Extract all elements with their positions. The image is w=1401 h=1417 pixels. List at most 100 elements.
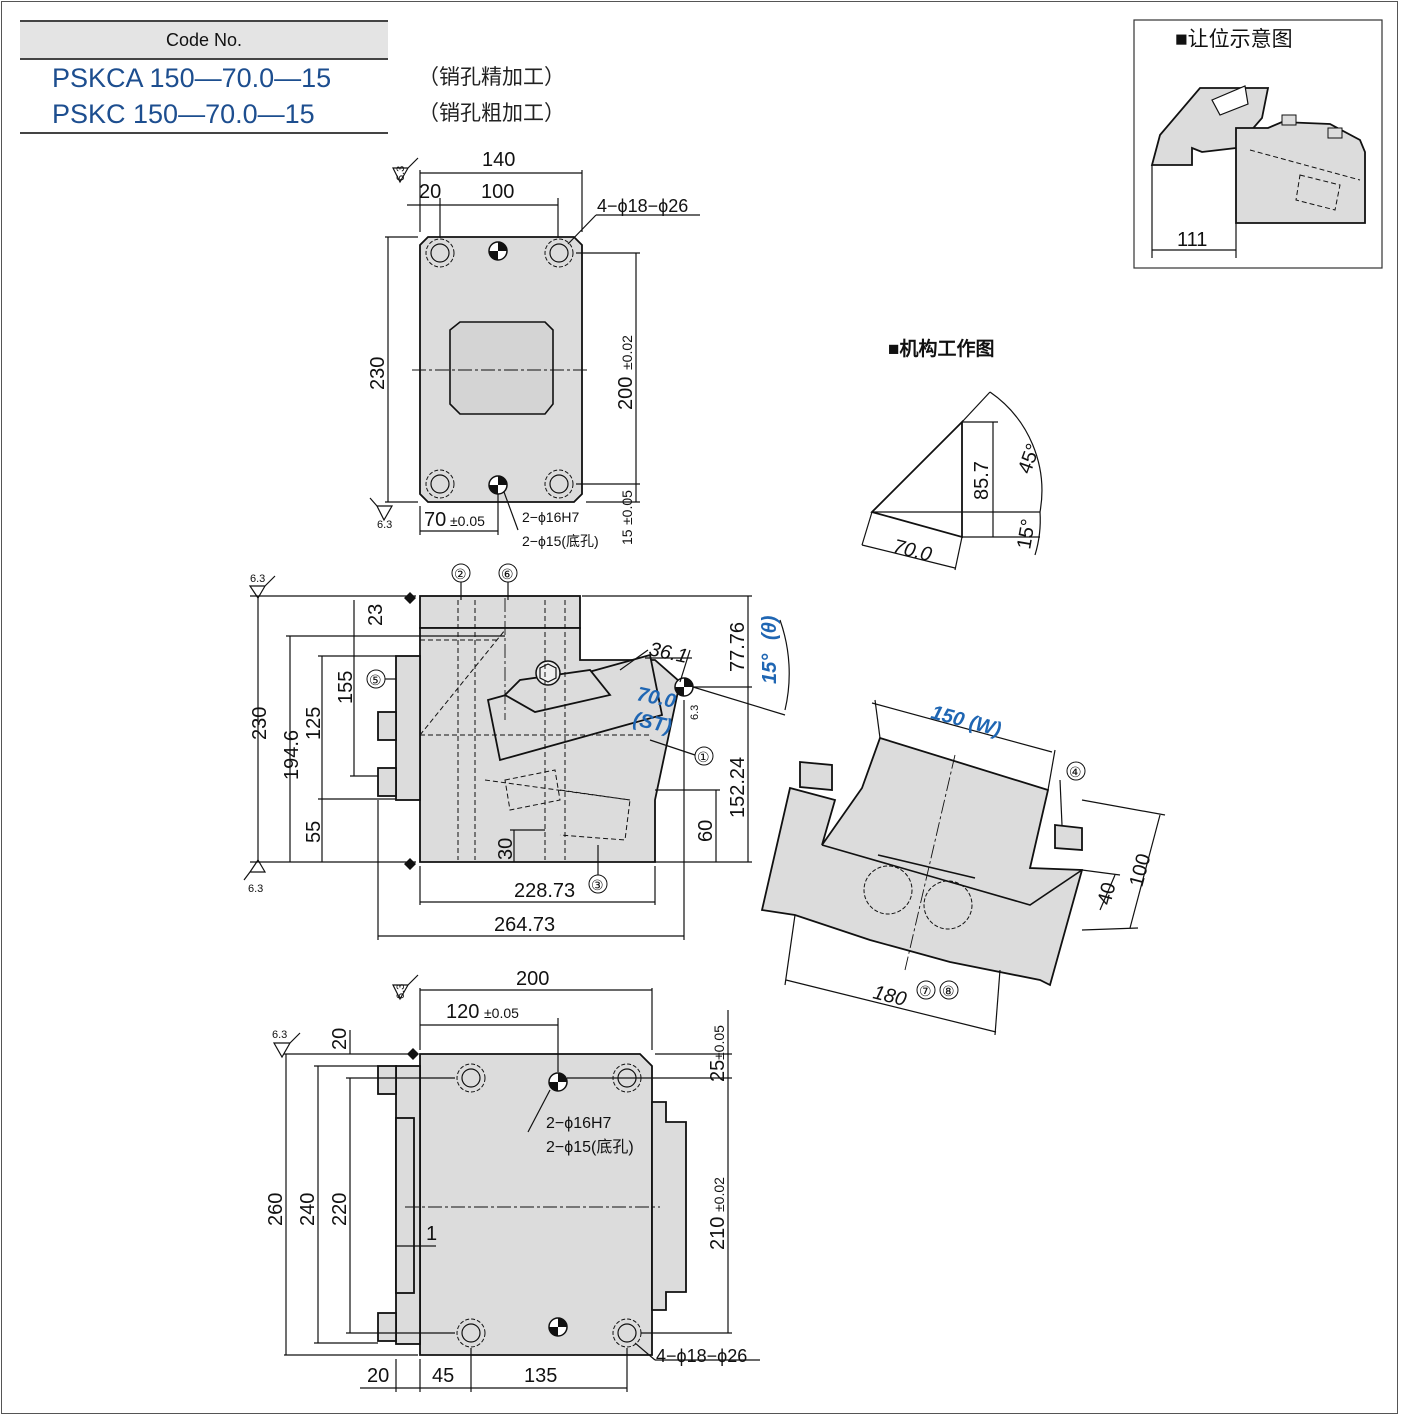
bottom-roughness-top: 6.3 — [395, 984, 407, 999]
top-pitch-y-label: 200 — [615, 377, 637, 410]
bottom-pin-note-2: 2−ϕ15(底孔) — [546, 1138, 634, 1156]
bottom-roughness-left: 6.3 — [272, 1029, 287, 1041]
bottom-t20: 20 — [329, 1028, 351, 1050]
balloon-5: ⑤ — [369, 672, 382, 688]
top-width-label: 140 — [482, 149, 515, 171]
mech-base: 70.0 — [891, 536, 934, 567]
iso-body — [760, 736, 1084, 987]
top-roughness-bottom: 6.3 — [377, 519, 392, 531]
top-pitch-label: 100 — [481, 181, 514, 203]
balloon-1: ① — [697, 749, 710, 765]
bottom-pin-x-tol: ±0.05 — [484, 1005, 519, 1021]
side-h152: 152.24 — [727, 757, 749, 818]
part-number-1: PSKCA 150—70.0—15 — [52, 63, 332, 93]
top-view: 140 100 20 230 200 ±0.02 15 ±0.05 70 ±0.… — [367, 149, 700, 549]
top-edge-label: 20 — [419, 181, 441, 203]
side-w264: 264.73 — [494, 914, 555, 936]
side-top-block — [419, 595, 581, 629]
side-h155: 155 — [335, 671, 357, 704]
top-pin-x-tol: ±0.05 — [450, 513, 485, 529]
top-roughness-top: 6.3 — [395, 166, 407, 181]
balloon-6: ⑥ — [501, 566, 514, 582]
bottom-pin-holes — [548, 1072, 568, 1337]
side-clamp-plate — [395, 655, 421, 801]
bottom-view: 200 120 ±0.05 260 240 220 20 1 25 ±0.05 … — [265, 968, 760, 1392]
iso-width-sym: (W) — [967, 712, 1004, 742]
side-roughness-slider: 6.3 — [689, 705, 701, 720]
bottom-b20: 20 — [367, 1365, 389, 1387]
side-bolt-top — [377, 711, 397, 741]
mechanism-title: ■机构工作图 — [888, 337, 994, 360]
top-edge-y-label: 15 — [619, 529, 635, 545]
top-pin-note-2: 2−ϕ15(底孔) — [522, 533, 599, 549]
top-pin-note-1: 2−ϕ16H7 — [522, 509, 579, 525]
side-h230: 230 — [249, 707, 271, 740]
bottom-b45: 45 — [432, 1365, 454, 1387]
bottom-pitch-y: 210 — [707, 1217, 729, 1250]
mechanism-diagram: 85.7 70.0 45° 15° — [861, 391, 1045, 571]
side-angle-sym: (θ) — [759, 615, 781, 640]
side-h30: 30 — [495, 838, 517, 860]
top-holes-note: 4−ϕ18−ϕ26 — [597, 196, 688, 216]
top-edge-y-tol: ±0.05 — [619, 490, 635, 525]
bottom-edge-y-tol: ±0.05 — [711, 1025, 727, 1060]
side-h194: 194.6 — [281, 730, 303, 780]
side-slider — [486, 653, 664, 762]
side-w228: 228.73 — [514, 880, 575, 902]
balloon-3: ③ — [591, 877, 604, 893]
side-h60: 60 — [695, 820, 717, 842]
clearance-unit-right — [1235, 121, 1366, 224]
iso-view: 150 (W) 180 100 40 ④ ⑦ ⑧ — [760, 699, 1166, 1036]
clearance-dim: 111 — [1177, 229, 1207, 251]
bottom-pin-x: 120 — [446, 1001, 479, 1023]
iso-h40: 40 — [1094, 880, 1121, 907]
code-table-header: Code No. — [20, 20, 388, 60]
bottom-pin-note-1: 2−ϕ16H7 — [546, 1115, 612, 1132]
side-roughness-top: 6.3 — [250, 573, 265, 585]
side-slider-top — [503, 669, 612, 713]
bottom-edge-y: 25 — [707, 1060, 729, 1082]
part-note-2: （销孔粗加工） — [418, 102, 565, 125]
balloon-7: ⑦ — [919, 983, 932, 999]
top-pitch-y-tol: ±0.02 — [619, 335, 635, 370]
bottom-gap: 1 — [426, 1223, 437, 1245]
top-bolt-holes — [425, 238, 574, 499]
side-h23: 23 — [365, 604, 387, 626]
side-h125: 125 — [303, 707, 325, 740]
bottom-plate — [419, 1053, 653, 1356]
side-h55: 55 — [303, 821, 325, 843]
iso-h100: 100 — [1126, 851, 1156, 889]
bottom-h240: 240 — [297, 1193, 319, 1226]
top-view-window — [449, 321, 554, 415]
balloon-2: ② — [454, 566, 467, 582]
mech-height: 85.7 — [971, 461, 993, 500]
bottom-width: 200 — [516, 968, 549, 990]
bottom-h260: 260 — [265, 1193, 287, 1226]
code-row-2: PSKC 150—70.0—15 （销孔粗加工） — [20, 96, 565, 132]
code-table-bottom-rule — [20, 132, 388, 134]
bottom-bolt-bottom — [377, 1312, 397, 1342]
code-table: Code No. PSKCA 150—70.0—15 （销孔精加工） PSKC … — [20, 20, 565, 134]
top-pin-x-label: 70 — [424, 509, 446, 531]
side-view: 230 194.6 125 55 155 23 228.73 264.73 77… — [243, 563, 790, 940]
side-roughness-bottom: 6.3 — [248, 883, 263, 895]
bottom-holes-note: 4−ϕ18−ϕ26 — [656, 1346, 747, 1366]
bottom-b135: 135 — [524, 1365, 557, 1387]
code-row-1: PSKCA 150—70.0—15 （销孔精加工） — [20, 60, 565, 96]
iso-width: 150 — [929, 702, 967, 732]
clearance-box: ■让位示意图 111 — [1133, 19, 1383, 269]
mechanism-triangle — [870, 419, 963, 539]
bottom-h220: 220 — [329, 1193, 351, 1226]
top-height-label: 230 — [367, 357, 389, 390]
bottom-right-plate — [651, 1101, 687, 1311]
top-pin-holes — [488, 241, 508, 495]
side-angle: 15° — [759, 653, 781, 684]
clearance-title: ■让位示意图 — [1175, 28, 1293, 51]
part-number-2: PSKC 150—70.0—15 — [52, 99, 315, 129]
mech-angle-15: 15° — [1013, 517, 1040, 551]
balloon-8: ⑧ — [942, 983, 955, 999]
balloon-4: ④ — [1069, 764, 1082, 780]
iso-length: 180 — [871, 982, 909, 1011]
